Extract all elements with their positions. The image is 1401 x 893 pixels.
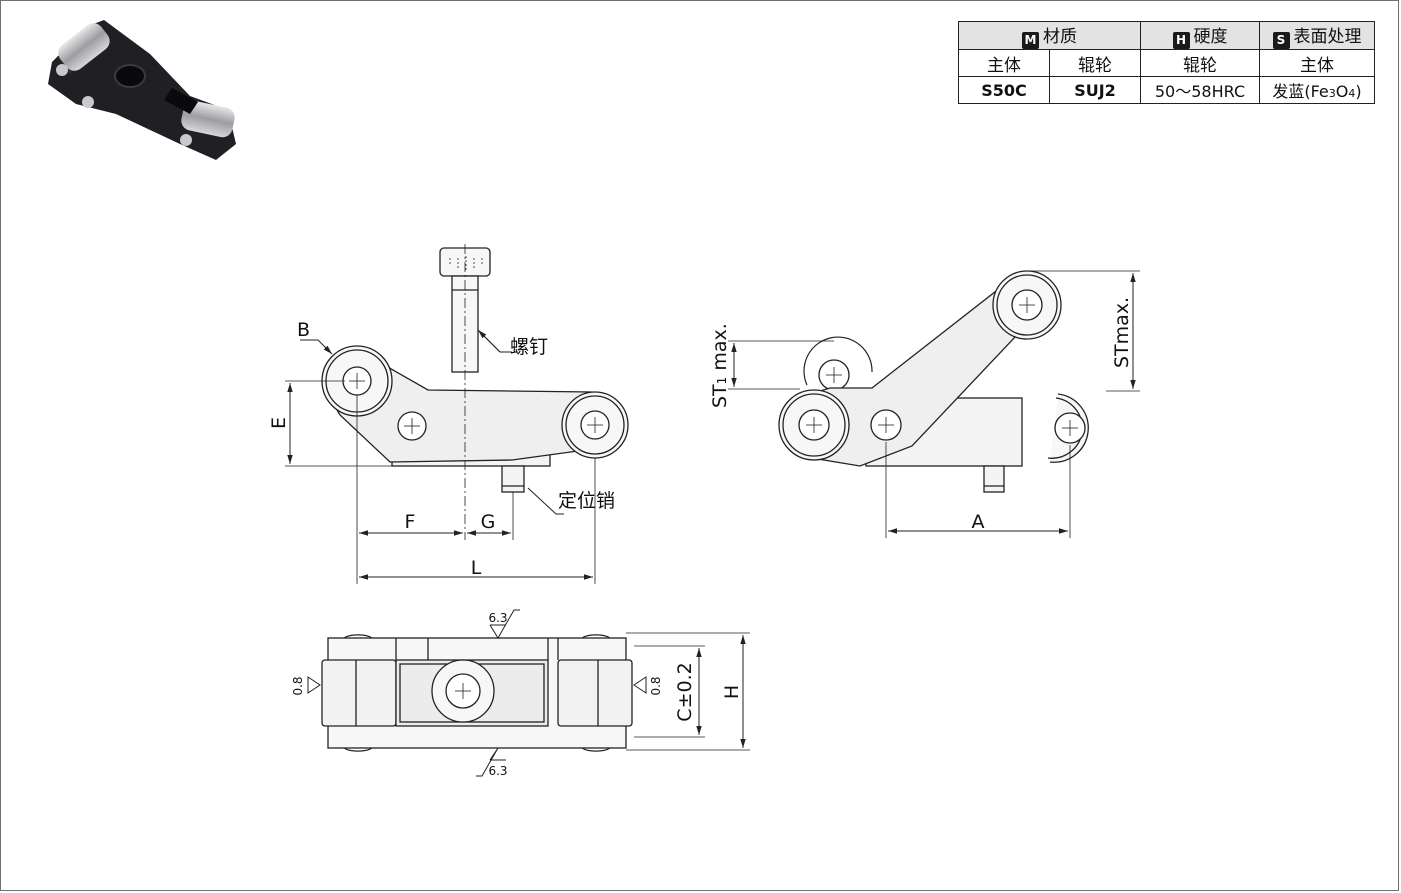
hardness-badge-icon: H [1172, 32, 1190, 49]
side-view [778, 270, 1089, 493]
label-pin: 定位销 [558, 490, 615, 512]
label-st1: ST1 max. [709, 323, 731, 408]
label-roughness-right: 0.8 [649, 676, 663, 695]
label-h: H [721, 685, 743, 699]
front-centerlines [285, 244, 603, 584]
label-roughness-bottom: 6.3 [488, 764, 507, 778]
label-screw: 螺钉 [510, 336, 548, 358]
roller-hardness-cell: 50～58HRC [1140, 76, 1260, 104]
label-g: G [481, 511, 496, 533]
sub-surface-body-cell: 主体 [1259, 49, 1375, 77]
top-roller-left [321, 659, 397, 727]
body-material-cell: S50C [958, 76, 1050, 104]
surface-treatment-cell: 发蓝(Fe3O4) [1259, 76, 1375, 104]
label-e: E [268, 417, 290, 429]
sub-hardness-roller-cell: 辊轮 [1140, 49, 1260, 77]
front-dimensions [287, 329, 593, 580]
roughness-left-icon [307, 676, 321, 694]
roughness-bottom-icon [476, 747, 499, 777]
label-c: C±0.2 [674, 662, 696, 721]
label-l: L [471, 557, 482, 579]
roller-material-cell: SUJ2 [1049, 76, 1141, 104]
label-roughness-left: 0.8 [291, 676, 305, 695]
label-a: A [972, 511, 985, 533]
label-roughness-top: 6.3 [488, 611, 507, 625]
sub-body-cell: 主体 [958, 49, 1050, 77]
label-st: STmax. [1111, 297, 1133, 368]
top-view [321, 634, 633, 752]
material-badge-icon: M [1022, 32, 1039, 49]
locating-pin [501, 465, 525, 493]
side-locating-pin [983, 465, 1005, 493]
product-image [48, 20, 236, 160]
roughness-top-icon [489, 609, 520, 639]
front-view [321, 247, 629, 493]
roughness-right-icon [633, 676, 647, 694]
label-b: B [297, 319, 310, 341]
top-roller-right [557, 659, 633, 727]
surface-badge-icon: S [1272, 32, 1290, 49]
top-centerlines [455, 632, 750, 751]
side-dimensions [731, 273, 1136, 534]
side-centerlines [728, 270, 1140, 538]
side-ghost-roller [803, 336, 873, 386]
sub-roller-cell: 辊轮 [1049, 49, 1141, 77]
label-f: F [405, 511, 416, 533]
top-dimensions [307, 609, 746, 777]
